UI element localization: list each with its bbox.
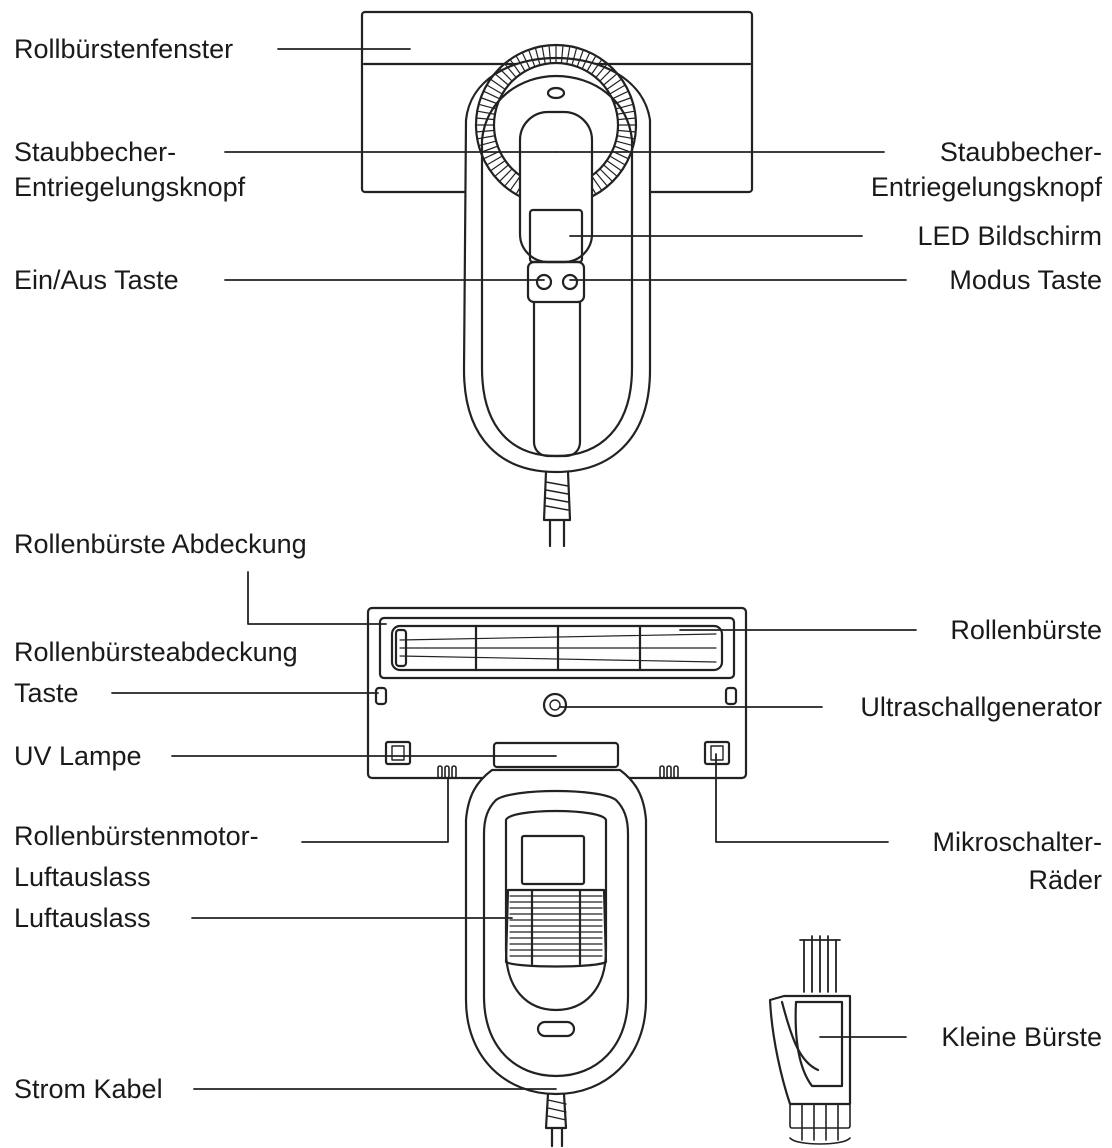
label-staubbecher-right-1: Staubbecher- bbox=[939, 137, 1102, 167]
label-mikroschalter-1: Mikroschalter- bbox=[932, 827, 1102, 857]
label-staubbecher-right-2: Entriegelungsknopf bbox=[870, 172, 1102, 202]
label-rollenbuersteabdeckung-2: Taste bbox=[14, 678, 79, 708]
label-plate bbox=[520, 834, 586, 886]
label-rollenbuersteabdeckung-1: Rollenbürsteabdeckung bbox=[14, 637, 298, 667]
label-rollbuerstenfenster: Rollbürstenfenster bbox=[14, 34, 234, 64]
label-rollenbuerste: Rollenbürste bbox=[950, 615, 1102, 645]
exhaust-panel bbox=[504, 809, 608, 1012]
leader-motor-luftauslass bbox=[301, 777, 449, 843]
leader-mikroschalter bbox=[715, 753, 889, 843]
label-ein-aus-taste: Ein/Aus Taste bbox=[14, 265, 179, 295]
bottom-handle-inner bbox=[482, 789, 630, 1078]
handle-grip bbox=[532, 300, 582, 458]
motor-vent-right bbox=[659, 765, 679, 779]
leader-rollenbuerste-abdeckung bbox=[247, 571, 387, 625]
motor-vent-left bbox=[437, 765, 457, 779]
uv-lamp-window bbox=[492, 741, 620, 769]
label-motor-luftauslass-2: Luftauslass bbox=[14, 862, 151, 892]
wheel-right bbox=[703, 740, 731, 766]
cover-release-button-right bbox=[724, 686, 738, 706]
roller-bristle-lines bbox=[399, 633, 717, 663]
filter-center-grille bbox=[546, 86, 566, 100]
brush-cover-frame bbox=[378, 616, 736, 680]
label-staubbecher-left-2: Entriegelungsknopf bbox=[14, 172, 246, 202]
small-brush-body bbox=[768, 994, 852, 1106]
air-outlet-slats bbox=[509, 895, 603, 957]
bottom-cable-boot bbox=[544, 1092, 568, 1130]
cover-release-button-left bbox=[374, 686, 388, 706]
top-cable-boot bbox=[542, 470, 572, 522]
ultrasonic-generator bbox=[542, 692, 568, 718]
label-rollenbuerste-abdeckung: Rollenbürste Abdeckung bbox=[14, 529, 307, 559]
small-brush-window bbox=[794, 1000, 844, 1088]
label-luftauslass: Luftauslass bbox=[14, 903, 151, 933]
label-staubbecher-left-1: Staubbecher- bbox=[14, 137, 177, 167]
label-ultraschallgenerator: Ultraschallgenerator bbox=[860, 692, 1102, 722]
wheel-left bbox=[384, 740, 412, 766]
label-modus-taste: Modus Taste bbox=[949, 265, 1102, 295]
mode-button bbox=[561, 273, 579, 291]
label-uv-lampe: UV Lampe bbox=[14, 741, 142, 771]
label-led-bildschirm: LED Bildschirm bbox=[917, 221, 1102, 251]
small-brush-bristles-top bbox=[799, 935, 841, 993]
handle-inner-outline bbox=[480, 74, 634, 458]
release-slot bbox=[536, 1020, 576, 1038]
top-view-device bbox=[360, 10, 754, 548]
label-mikroschalter-2: Räder bbox=[1028, 865, 1102, 895]
label-kleine-buerste: Kleine Bürste bbox=[941, 1022, 1102, 1052]
leader-lines bbox=[111, 48, 917, 1090]
power-button bbox=[535, 273, 553, 291]
bottom-view-device bbox=[366, 606, 748, 1148]
small-brush-drawing bbox=[768, 935, 852, 1145]
label-motor-luftauslass-1: Rollenbürstenmotor- bbox=[14, 821, 259, 851]
label-strom-kabel: Strom Kabel bbox=[14, 1074, 163, 1104]
top-cable-wrap bbox=[545, 481, 569, 511]
small-brush-bristles-bottom bbox=[789, 1103, 851, 1145]
bottom-cable-wrap bbox=[547, 1099, 567, 1121]
button-panel bbox=[526, 260, 586, 304]
roller-end-cap bbox=[394, 628, 408, 668]
